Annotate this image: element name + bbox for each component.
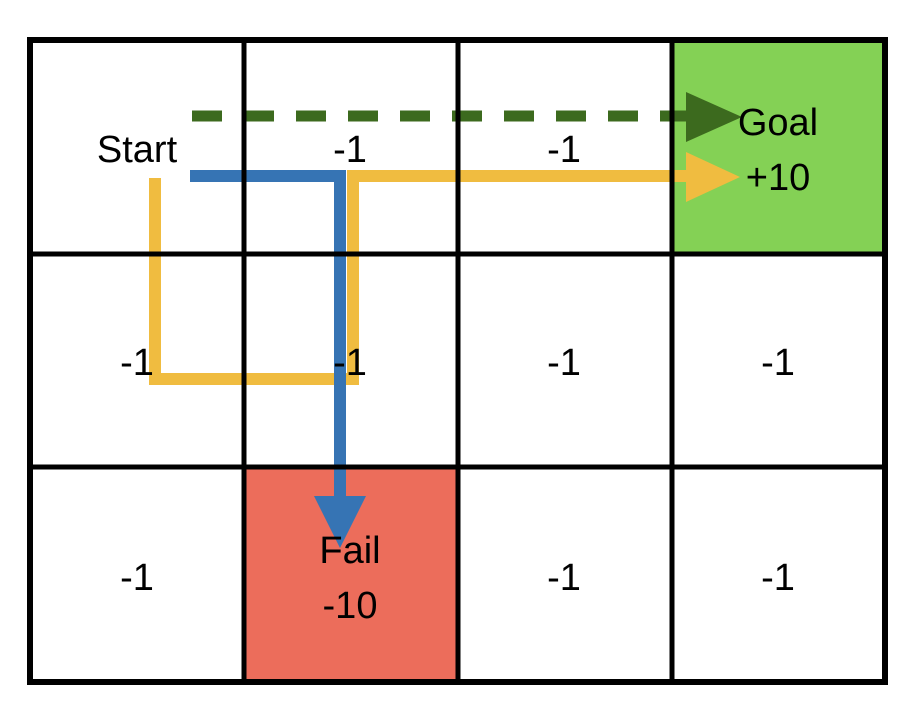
- cell-r3-c1-label: -1: [120, 557, 154, 599]
- yellow-arrowhead-icon: [686, 152, 740, 202]
- blue-path: [190, 170, 346, 502]
- fail-label-1: Fail: [319, 530, 380, 572]
- cell-r3-c3-label: -1: [547, 557, 581, 599]
- green-arrowhead-icon: [686, 92, 742, 142]
- blue-arrowhead-icon: [314, 496, 366, 548]
- cell-r3-c3: [458, 467, 672, 682]
- cell-r1-c3-label: -1: [547, 129, 581, 171]
- cell-r1-c2-label: -1: [333, 129, 367, 171]
- cell-r2-c3: [458, 254, 672, 467]
- cell-r2-c4: [672, 254, 885, 467]
- cell-r2-c2-label: -1: [333, 342, 367, 384]
- yellow-path: [149, 170, 692, 385]
- cell-r3-c4: [672, 467, 885, 682]
- goal-cell: [672, 40, 885, 254]
- fail-label-2: -10: [323, 585, 378, 627]
- paths-layer: [149, 92, 742, 548]
- grid-lines-layer: [27, 37, 888, 685]
- start-cell: [30, 40, 244, 254]
- start-label-1: Start: [97, 129, 178, 171]
- cell-r2-c1: [30, 254, 244, 467]
- cell-r3-c4-label: -1: [761, 557, 795, 599]
- goal-label-1: Goal: [738, 102, 818, 144]
- cell-r2-c1-label: -1: [120, 342, 154, 384]
- cell-r2-c3-label: -1: [547, 342, 581, 384]
- cell-r3-c1: [30, 467, 244, 682]
- cell-r2-c4-label: -1: [761, 342, 795, 384]
- goal-label-2: +10: [746, 157, 810, 199]
- cells-layer: [30, 40, 885, 682]
- cell-r1-c3: [458, 40, 672, 254]
